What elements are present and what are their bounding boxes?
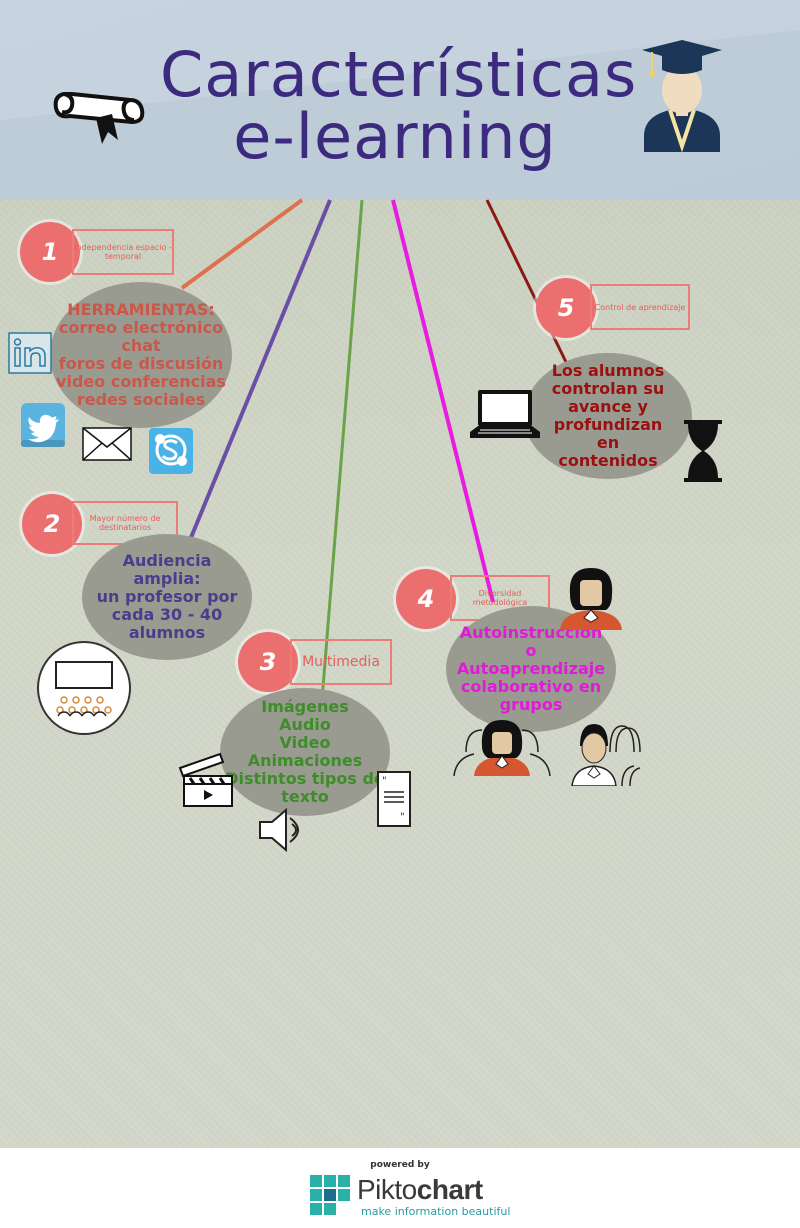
header-diagonal-band (0, 30, 800, 200)
bubble-3-line-3: Video (279, 733, 331, 752)
footer-piktochart: powered by Piktochart make information b… (0, 1148, 800, 1228)
svg-text:": " (382, 776, 387, 787)
bubble-4-line-5: grupos (499, 695, 563, 714)
footer-brand-part-2: chart (416, 1174, 483, 1205)
tag-item-1: Independencia espacio - temporal (72, 229, 174, 275)
connector-lines (180, 198, 568, 701)
bubble-5-line-4: profundizan (553, 415, 663, 434)
connector-line-2 (188, 199, 332, 541)
group-men-icon (571, 724, 641, 786)
bubble-1-line-5: video conferencias (56, 372, 226, 391)
badge-number-3: 3 (238, 632, 298, 692)
badge-number-1: 1 (20, 222, 80, 282)
bubble-2-line-5: alumnos (128, 623, 206, 642)
badge-number-4: 4 (396, 569, 456, 629)
page-title: Características e-learning (160, 38, 638, 173)
laptop-icon (470, 390, 540, 438)
bubble-1-line-3: chat (121, 336, 161, 355)
bubble-1-line-1: HERRAMIENTAS: (67, 300, 215, 319)
bubble-item-3: Imágenes Audio Video Animaciones Distint… (220, 688, 390, 816)
bubble-2-line-4: cada 30 - 40 (111, 605, 223, 624)
graduate-student-icon (642, 40, 722, 153)
diploma-scroll-icon (53, 92, 145, 144)
title-line-2: e-learning (233, 100, 557, 173)
header-banner: Características e-learning (0, 0, 800, 200)
tag-item-3: Multimedia (290, 639, 392, 685)
classroom-audience-icon (37, 641, 131, 735)
bubble-3-line-5: Distintos tipos de (225, 769, 385, 788)
piktochart-logo-icon (310, 1175, 350, 1215)
woman-avatar-icon (560, 568, 622, 630)
linkedin-icon (8, 332, 52, 374)
bubble-2-line-3: un profesor por (96, 587, 238, 606)
bubble-5-line-6: contenidos (558, 451, 658, 470)
envelope-icon (82, 427, 132, 461)
bubble-1-line-4: foros de discusión (58, 354, 224, 373)
twitter-icon (21, 403, 65, 447)
bubble-5-line-1: Los alumnos (551, 361, 665, 380)
bubble-item-5: Los alumnos controlan su avance y profun… (524, 353, 692, 479)
bubble-5-line-5: en (596, 433, 620, 452)
svg-text:": " (400, 812, 405, 823)
bubble-2-line-1: Audiencia (122, 551, 212, 570)
bubble-3-line-2: Audio (279, 715, 331, 734)
clapperboard-icon (178, 752, 233, 807)
infographic-canvas: Características e-learning 1 (0, 0, 800, 1148)
bubble-3-line-6: texto (281, 787, 329, 806)
bubble-3-line-1: Imágenes (261, 697, 349, 716)
bubble-item-2: Audiencia amplia: un profesor por cada 3… (82, 534, 252, 660)
connector-line-4 (391, 199, 495, 603)
bubble-4-line-4: colaborativo en (460, 677, 602, 696)
footer-brand-part-1: Pikto (357, 1174, 417, 1205)
connector-line-1 (180, 198, 304, 290)
footer-tagline: make information beautiful (361, 1205, 511, 1218)
tag-item-5: Control de aprendizaje (590, 284, 690, 330)
bubble-4-line-3: Autoaprendizaje (456, 659, 606, 678)
bubble-1-line-2: correo electrónico (58, 318, 224, 337)
bubble-2-line-2: amplia: (133, 569, 201, 588)
title-line-1: Características (160, 38, 638, 111)
footer-powered-by: powered by (370, 1160, 430, 1170)
bubble-4-line-2: o (525, 641, 537, 660)
connector-line-3 (320, 199, 364, 701)
badge-number-5: 5 (536, 278, 596, 338)
bubble-3-line-4: Animaciones (247, 751, 363, 770)
bubble-1-line-6: redes sociales (76, 390, 206, 409)
footer-brand[interactable]: Piktochart (357, 1174, 483, 1206)
hourglass-icon (684, 420, 722, 482)
text-document-icon: " " (377, 771, 411, 827)
bubble-item-1: HERRAMIENTAS: correo electrónico chat fo… (50, 282, 232, 428)
skype-icon (149, 428, 193, 474)
speaker-icon (259, 808, 299, 852)
group-women-icon (453, 720, 551, 776)
bubble-5-line-3: avance y (568, 397, 648, 416)
bubble-5-line-2: controlan su (551, 379, 665, 398)
